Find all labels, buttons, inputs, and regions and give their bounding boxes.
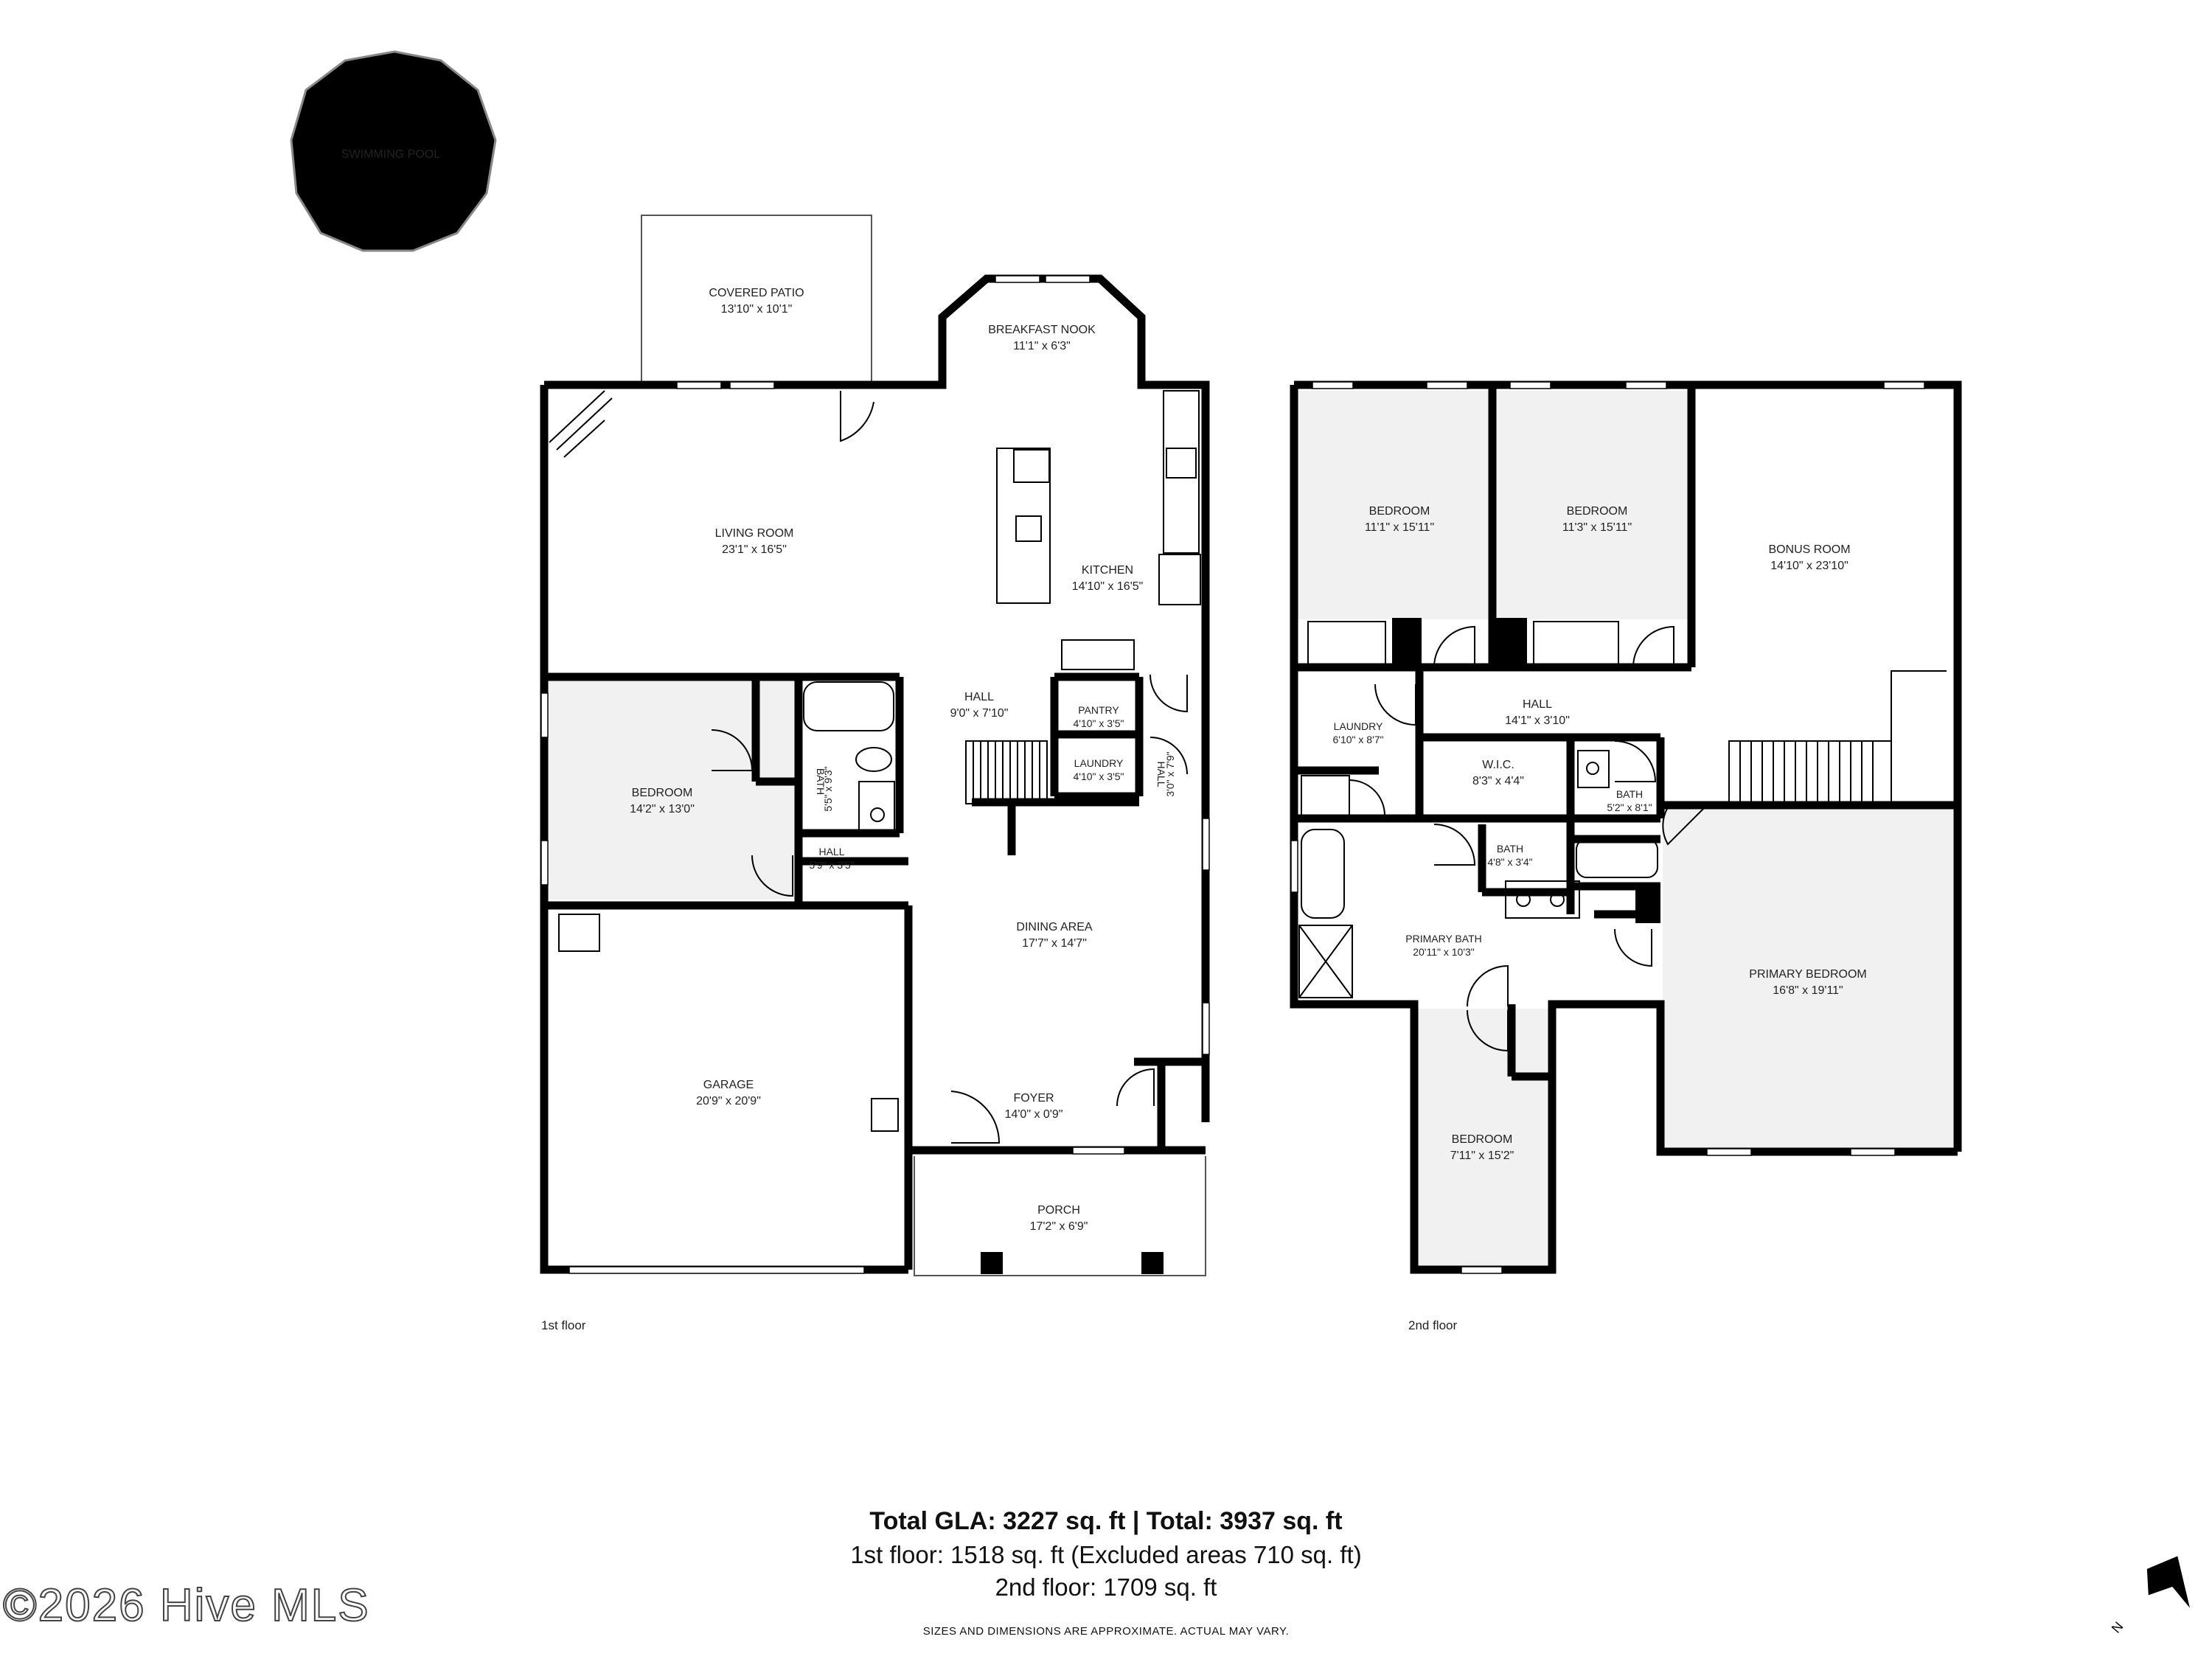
second-floor: BEDROOM 11'1" x 15'11" BEDROOM 11'3" x 1…: [1290, 380, 1962, 1274]
porch-column-left: [981, 1252, 1003, 1274]
second-hall-dim: 14'1" x 3'10": [1505, 714, 1570, 727]
kitchen-fixtures: [996, 390, 1201, 670]
wic-dim: 8'3" x 4'4": [1472, 775, 1524, 787]
foyer-dim: 14'0" x 0'9": [1005, 1108, 1063, 1121]
first-floor-area: 1st floor: 1518 sq. ft (Excluded areas 7…: [850, 1541, 1362, 1568]
bedroom-a-dim: 11'1" x 15'11": [1365, 521, 1434, 534]
first-bedroom-name: BEDROOM: [632, 787, 693, 799]
covered-patio-dim: 13'10" x 10'1": [721, 303, 793, 316]
first-bath-fixtures: [558, 681, 899, 1132]
porch-column-right: [1141, 1252, 1164, 1274]
hall-small-dim: 5'9" x 3'5": [809, 859, 854, 871]
hall-main-name: HALL: [964, 691, 994, 703]
bonus-room-name: BONUS ROOM: [1768, 543, 1850, 556]
hall-side-dim: 3'0" x 7'9": [1164, 751, 1176, 796]
primary-bath-name: PRIMARY BATH: [1405, 933, 1481, 945]
second-floor-walls: [1290, 380, 1962, 1274]
second-floor-stairs: [1728, 670, 1947, 804]
second-laundry-name: LAUNDRY: [1334, 720, 1383, 732]
second-hall-name: HALL: [1523, 698, 1552, 711]
bedroom-b-dim: 11'3" x 15'11": [1562, 521, 1632, 534]
covered-patio-name: COVERED PATIO: [709, 287, 804, 299]
dining-area-name: DINING AREA: [1016, 921, 1092, 933]
disclaimer: SIZES AND DIMENSIONS ARE APPROXIMATE. AC…: [922, 1625, 1290, 1638]
closet-block-b: [1494, 618, 1527, 669]
first-bedroom-dim: 14'2" x 13'0": [630, 803, 695, 815]
bonus-room-dim: 14'10" x 23'10": [1770, 560, 1848, 572]
first-floor-doors: [711, 391, 1188, 1144]
garage-dim: 20'9" x 20'9": [696, 1095, 761, 1107]
living-room-dim: 23'1" x 16'5": [722, 543, 787, 556]
covered-patio-outline: [641, 215, 872, 383]
first-floor-labels: COVERED PATIO 13'10" x 10'1" BREAKFAST N…: [630, 287, 1176, 1233]
hall-small-name: HALL: [818, 846, 844, 858]
bath-b-dim: 4'8" x 3'4": [1487, 856, 1532, 868]
bath-a-name: BATH: [1616, 788, 1643, 800]
laundry-dim: 4'10" x 3'5": [1074, 771, 1124, 782]
bedroom-c-name: BEDROOM: [1452, 1133, 1513, 1146]
closet-block-a: [1392, 618, 1422, 669]
second-floor-label: 2nd floor: [1408, 1318, 1458, 1332]
pool-label: SWIMMING POOL: [341, 148, 440, 161]
first-bath-dim: 5'5" x 9'3": [822, 766, 834, 811]
second-floor-windows: [1290, 381, 1925, 1274]
porch-name: PORCH: [1037, 1204, 1080, 1217]
primary-bath-dim: 20'11" x 10'3": [1413, 946, 1475, 958]
first-floor-label: 1st floor: [541, 1318, 586, 1332]
swimming-pool: SWIMMING POOL: [290, 50, 497, 252]
living-room-name: LIVING ROOM: [715, 527, 794, 540]
second-floor-fixtures: [1298, 621, 1658, 998]
pantry-name: PANTRY: [1078, 704, 1119, 716]
bedroom-b-name: BEDROOM: [1567, 505, 1628, 518]
primary-bedroom-name: PRIMARY BEDROOM: [1749, 968, 1866, 981]
closet-block-c: [1635, 885, 1660, 923]
dining-area-dim: 17'7" x 14'7": [1022, 937, 1087, 950]
laundry-name: LAUNDRY: [1074, 757, 1124, 769]
second-floor-area: 2nd floor: 1709 sq. ft: [995, 1573, 1217, 1601]
primary-bedroom-dim: 16'8" x 19'11": [1773, 984, 1843, 997]
wic-name: W.I.C.: [1482, 759, 1514, 771]
hall-main-dim: 9'0" x 7'10": [950, 707, 1009, 720]
first-floor-windows: [540, 275, 1210, 1274]
porch-dim: 17'2" x 6'9": [1030, 1220, 1088, 1233]
kitchen-name: KITCHEN: [1082, 564, 1133, 577]
second-laundry-dim: 6'10" x 8'7": [1333, 734, 1384, 745]
first-floor-stairs: [549, 390, 1048, 804]
mls-watermark: ©2026 Hive MLS: [2, 1579, 370, 1632]
first-floor: COVERED PATIO 13'10" x 10'1" BREAKFAST N…: [540, 215, 1210, 1276]
bedroom-a-name: BEDROOM: [1369, 505, 1430, 518]
first-bath-name: BATH: [815, 768, 827, 795]
bath-a-dim: 5'2" x 8'1": [1607, 801, 1652, 813]
hall-side-name: HALL: [1155, 761, 1167, 787]
first-floor-walls: [540, 274, 1210, 1274]
bath-b-name: BATH: [1497, 843, 1523, 855]
second-floor-labels: BEDROOM 11'1" x 15'11" BEDROOM 11'3" x 1…: [1333, 505, 1867, 1162]
total-gla: Total GLA: 3227 sq. ft | Total: 3937 sq.…: [869, 1507, 1343, 1535]
kitchen-dim: 14'10" x 16'5": [1072, 580, 1144, 593]
porch-outline: [914, 1156, 1206, 1276]
garage-name: GARAGE: [703, 1079, 754, 1091]
second-floor-doors: [1349, 625, 1705, 1052]
bedroom-c-dim: 7'11" x 15'2": [1450, 1150, 1514, 1162]
breakfast-nook-dim: 11'1" x 6'3": [1013, 340, 1071, 352]
breakfast-nook-name: BREAKFAST NOOK: [988, 324, 1096, 336]
foyer-name: FOYER: [1013, 1092, 1054, 1105]
second-floor-shading: [1298, 391, 1953, 1271]
pantry-dim: 4'10" x 3'5": [1074, 717, 1124, 729]
